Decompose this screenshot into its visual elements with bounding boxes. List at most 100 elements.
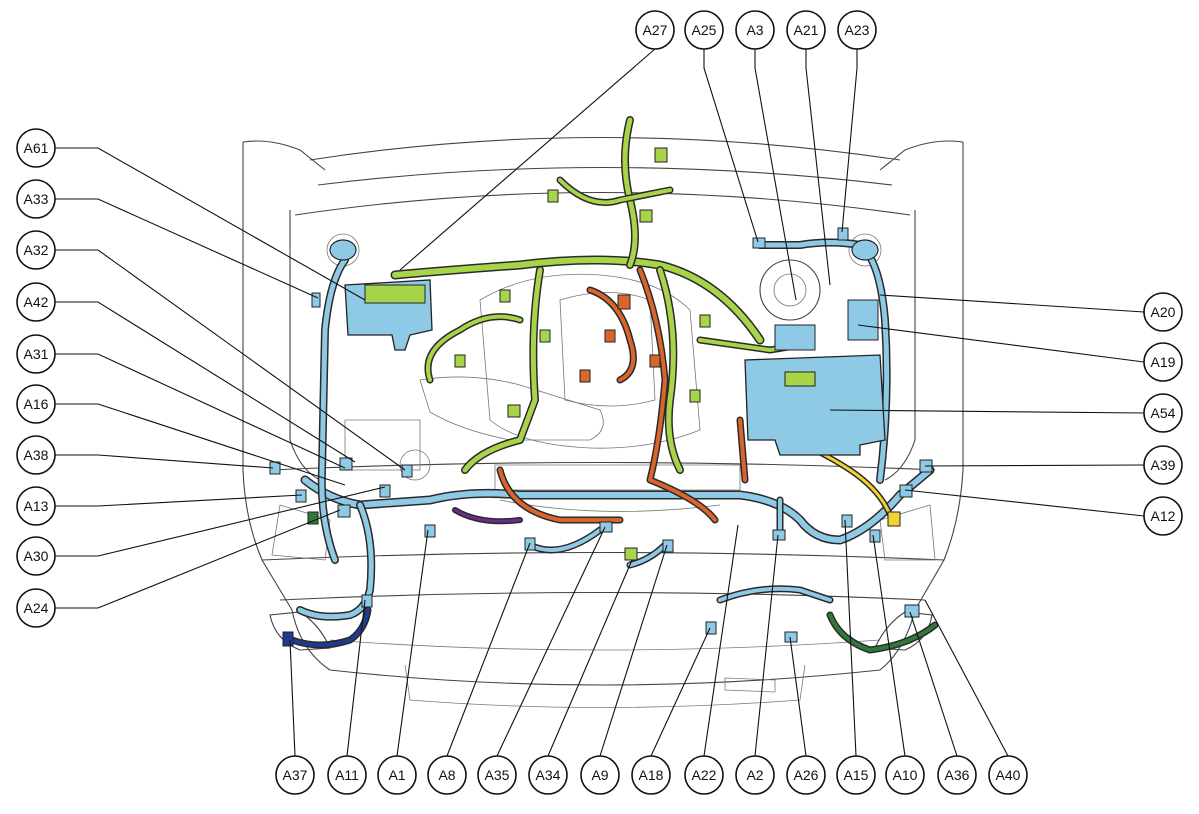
callout-label: A13 xyxy=(24,498,49,514)
engine-harness-main xyxy=(392,257,763,343)
A19-leader-line xyxy=(857,324,1145,363)
callout-label: A2 xyxy=(746,767,763,783)
A36-leader-line xyxy=(909,611,958,757)
A2-leader-line xyxy=(754,534,779,757)
callout-a54: A54 xyxy=(1143,393,1183,433)
A31-leader-line xyxy=(55,353,346,469)
callout-label: A36 xyxy=(945,767,970,783)
callout-circle xyxy=(684,755,724,795)
callout-a23: A23 xyxy=(837,10,877,50)
callout-circle xyxy=(16,435,56,475)
engine-harness-left-drop xyxy=(462,267,543,473)
A39-leader-line xyxy=(924,464,1145,467)
A54-leader-line xyxy=(829,409,1145,414)
callout-a8: A8 xyxy=(427,755,467,795)
callout-label: A25 xyxy=(692,22,717,38)
front-harness xyxy=(302,467,933,543)
callout-a18: A18 xyxy=(631,755,671,795)
A20-leader-line xyxy=(879,294,1145,313)
A40-leader-line xyxy=(924,599,1009,757)
A18-leader-line xyxy=(650,627,711,757)
callout-circle xyxy=(1143,292,1183,332)
callout-circle xyxy=(1143,496,1183,536)
callout-a30: A30 xyxy=(16,536,56,576)
callout-circle xyxy=(786,755,826,795)
engine-connectors xyxy=(454,147,711,561)
callout-circle xyxy=(1143,445,1183,485)
callout-a26: A26 xyxy=(786,755,826,795)
callout-a39: A39 xyxy=(1143,445,1183,485)
A26-leader-line xyxy=(789,636,807,757)
callout-a37: A37 xyxy=(275,755,315,795)
callout-circle xyxy=(16,179,56,219)
callout-a3: A3 xyxy=(735,10,775,50)
A24-leader-line xyxy=(55,509,341,609)
callout-circle xyxy=(635,10,675,50)
relay-block xyxy=(744,354,886,456)
A15-leader-line xyxy=(844,519,857,757)
callout-a11: A11 xyxy=(327,755,367,795)
callout-label: A27 xyxy=(643,22,668,38)
A32-leader-line xyxy=(55,249,406,471)
A16-leader-line xyxy=(55,403,346,486)
callout-a13: A13 xyxy=(16,486,56,526)
A34-leader-line xyxy=(547,559,633,757)
callout-label: A11 xyxy=(335,767,359,783)
lower-orange-harness xyxy=(498,468,622,522)
callout-circle xyxy=(937,755,977,795)
callout-a1: A1 xyxy=(377,755,417,795)
A13-leader-line xyxy=(55,494,303,507)
engine-harness-intake xyxy=(426,314,522,382)
callout-label: A3 xyxy=(746,22,763,38)
callout-label: A9 xyxy=(591,767,608,783)
callout-label: A40 xyxy=(996,767,1021,783)
engine-harness-right-drop xyxy=(657,267,683,473)
left-strut-connector xyxy=(329,239,357,261)
callout-circle xyxy=(1143,342,1183,382)
callout-label: A37 xyxy=(283,767,308,783)
callout-label: A26 xyxy=(794,767,819,783)
callout-a9: A9 xyxy=(580,755,620,795)
callout-circle xyxy=(786,10,826,50)
callout-circle xyxy=(16,334,56,374)
callout-circle xyxy=(275,755,315,795)
callout-circle xyxy=(477,755,517,795)
callout-a40: A40 xyxy=(988,755,1028,795)
engine-harness-rear-branch xyxy=(558,178,672,205)
center-branch-2 xyxy=(628,543,667,567)
callout-circle xyxy=(885,755,925,795)
callout-a24: A24 xyxy=(16,588,56,628)
relay-block-top-connector xyxy=(774,324,816,351)
callout-a32: A32 xyxy=(16,230,56,270)
A23-leader-line xyxy=(841,49,858,233)
callout-a2: A2 xyxy=(735,755,775,795)
callout-circle xyxy=(528,755,568,795)
A38-leader-line xyxy=(55,454,274,469)
blue-connectors xyxy=(269,227,933,643)
A22-leader-line xyxy=(703,524,739,757)
callout-circle xyxy=(684,10,724,50)
fog-lamp-harness-left xyxy=(290,608,370,647)
a30-connector xyxy=(307,511,319,525)
callout-circle xyxy=(16,536,56,576)
purple-harness xyxy=(453,508,522,523)
callout-circle xyxy=(836,755,876,795)
callout-circle xyxy=(580,755,620,795)
callout-circle xyxy=(16,384,56,424)
callout-a35: A35 xyxy=(477,755,517,795)
callout-a38: A38 xyxy=(16,435,56,475)
callout-label: A33 xyxy=(24,191,49,207)
a19-connector xyxy=(847,299,879,341)
A25-leader-line xyxy=(703,49,759,243)
A21-leader-line xyxy=(805,49,831,286)
callout-circle xyxy=(735,10,775,50)
callout-a19: A19 xyxy=(1143,342,1183,382)
callout-label: A39 xyxy=(1151,457,1176,473)
callout-a25: A25 xyxy=(684,10,724,50)
callout-label: A23 xyxy=(845,22,870,38)
callout-label: A8 xyxy=(438,767,455,783)
callout-circle xyxy=(16,230,56,270)
callout-label: A12 xyxy=(1151,508,1176,524)
callout-a20: A20 xyxy=(1143,292,1183,332)
callout-circle xyxy=(1143,393,1183,433)
